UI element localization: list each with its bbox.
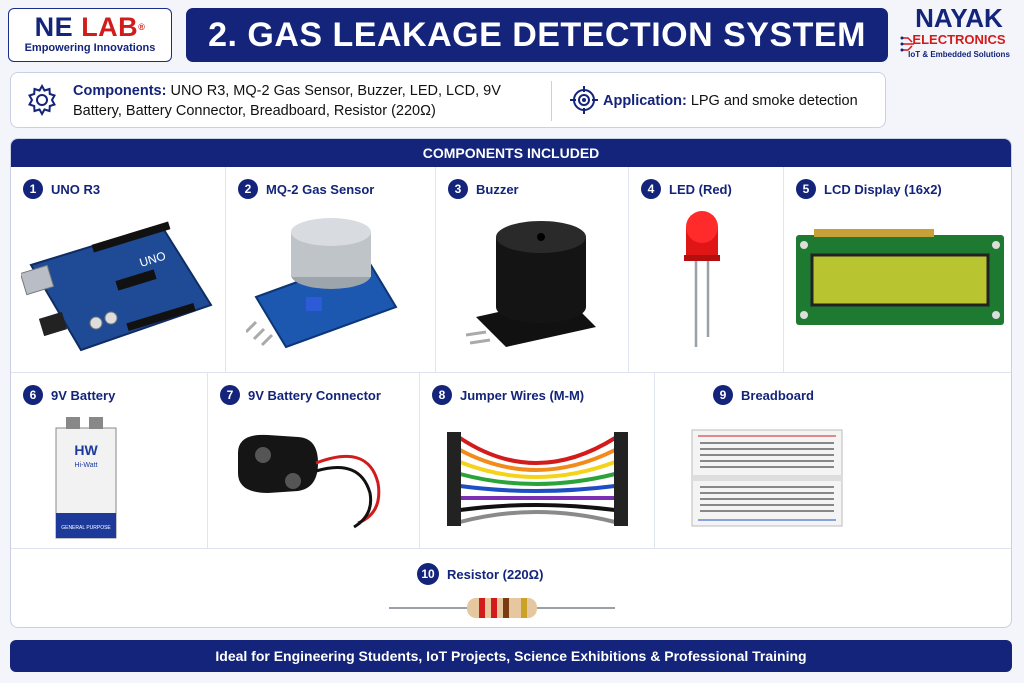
component-number: 6 — [23, 385, 43, 405]
jumper-wires-image — [447, 432, 628, 526]
component-number: 1 — [23, 179, 43, 199]
footer-banner: Ideal for Engineering Students, IoT Proj… — [10, 640, 1012, 672]
component-card-uno: 1 UNO R3 UNO — [11, 167, 226, 373]
component-card-jumper-wires: 8 Jumper Wires (M-M) — [420, 373, 655, 549]
component-card-lcd: 5 LCD Display (16x2) — [784, 167, 1011, 373]
application-label: Application: — [603, 93, 687, 109]
component-name: 9V Battery — [51, 387, 116, 403]
nayak-wordmark: NAYAK — [915, 3, 1003, 33]
info-divider — [551, 81, 552, 121]
components-section-title: COMPONENTS INCLUDED — [11, 139, 1011, 167]
component-name: Jumper Wires (M-M) — [460, 387, 585, 403]
target-icon — [570, 86, 598, 114]
components-label: Components: — [73, 83, 167, 99]
component-number: 9 — [713, 385, 733, 405]
components-panel: COMPONENTS INCLUDED 1 UNO R3 UNO 2 MQ-2 Ga… — [10, 138, 1012, 628]
component-card-buzzer: 3 Buzzer — [436, 167, 629, 373]
breadboard-image — [691, 429, 843, 527]
info-box: Components: UNO R3, MQ-2 Gas Sensor, Buz… — [10, 72, 886, 128]
component-number: 7 — [220, 385, 240, 405]
uno-board-image: UNO — [21, 221, 213, 352]
component-name: LCD Display (16x2) — [824, 181, 942, 197]
component-card-battery-connector: 7 9V Battery Connector — [208, 373, 420, 549]
component-name: Buzzer — [476, 181, 519, 197]
page-title: 2. GAS LEAKAGE DETECTION SYSTEM — [186, 8, 888, 62]
component-card-9v-battery: 6 9V Battery HW Hi-Watt GENERAL PURPOSE — [11, 373, 208, 549]
9v-battery-image: HW Hi-Watt GENERAL PURPOSE — [55, 417, 117, 539]
battery-brand-sub: Hi-Watt — [74, 462, 97, 469]
ne-lab-tagline: Empowering Innovations — [24, 42, 156, 54]
component-name: Resistor (220Ω) — [447, 566, 544, 582]
components-list: UNO R3, MQ-2 Gas Sensor, Buzzer, LED, LC… — [73, 83, 501, 119]
electronics-wordmark: ELECTRONICS — [912, 32, 1006, 47]
component-card-resistor: 10 Resistor (220Ω) — [11, 549, 1011, 627]
component-number: 3 — [448, 179, 468, 199]
component-card-led: 4 LED (Red) — [629, 167, 784, 373]
component-name: 9V Battery Connector — [248, 387, 381, 403]
components-summary: Components: UNO R3, MQ-2 Gas Sensor, Buz… — [73, 81, 533, 121]
battery-brand: HW — [74, 442, 98, 458]
component-number: 4 — [641, 179, 661, 199]
ne-lab-wordmark: NE LAB® — [34, 12, 146, 42]
mq2-sensor-image — [246, 218, 398, 349]
circuit-icon — [900, 36, 914, 52]
component-number: 2 — [238, 179, 258, 199]
lcd-display-image — [796, 229, 1004, 325]
component-card-breadboard: 9 Breadboard — [655, 373, 1011, 549]
led-image — [684, 211, 720, 347]
ne-lab-logo: NE LAB® Empowering Innovations — [8, 8, 172, 62]
component-number: 8 — [432, 385, 452, 405]
resistor-image — [389, 598, 615, 618]
gear-icon — [28, 83, 56, 117]
application-value: LPG and smoke detection — [690, 93, 858, 109]
buzzer-image — [465, 221, 596, 347]
component-name: LED (Red) — [669, 181, 732, 197]
component-number: 5 — [796, 179, 816, 199]
component-name: UNO R3 — [51, 181, 101, 197]
component-name: MQ-2 Gas Sensor — [266, 181, 375, 197]
application-summary: Application: LPG and smoke detection — [603, 91, 858, 111]
nayak-electronics-logo: NAYAK ELECTRONICS IoT & Embedded Solutio… — [900, 4, 1018, 64]
component-name: Breadboard — [741, 387, 814, 403]
component-number: 10 — [417, 563, 439, 585]
battery-connector-image — [238, 434, 381, 529]
battery-label: GENERAL PURPOSE — [61, 525, 111, 531]
nayak-tagline: IoT & Embedded Solutions — [908, 50, 1010, 59]
component-card-mq2: 2 MQ-2 Gas Sensor — [226, 167, 436, 373]
